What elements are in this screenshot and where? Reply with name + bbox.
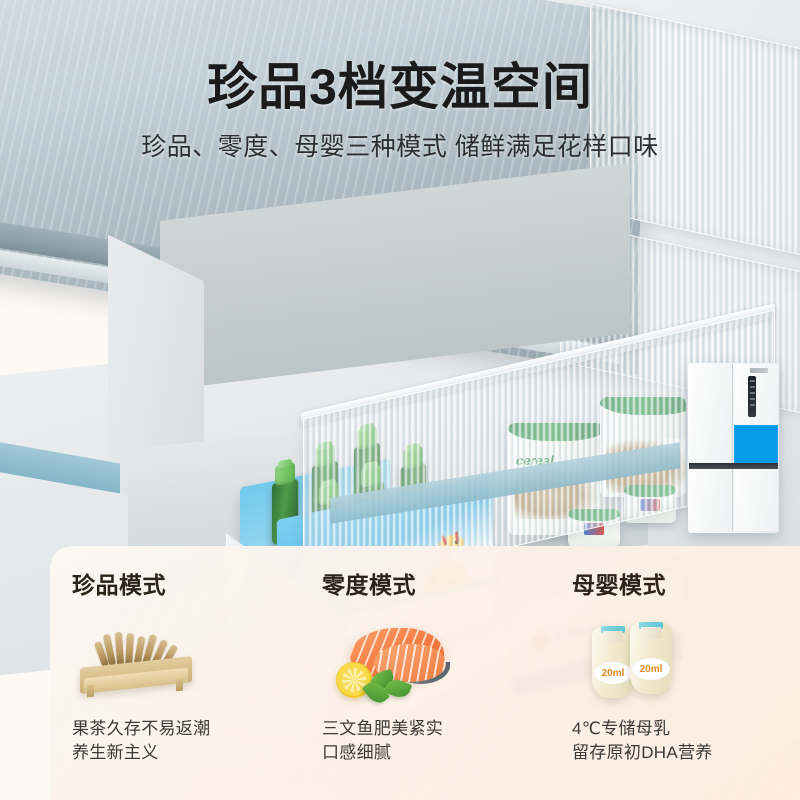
tray-leg	[87, 684, 94, 698]
fridge-mid-divider	[689, 463, 778, 469]
refrigerator-thumbnail	[688, 363, 779, 533]
fridge-control-panel	[748, 376, 756, 417]
bottle-volume-text: 20ml	[601, 667, 625, 679]
page-subtitle: 珍品、零度、母婴三种模式 储鲜满足花样口味	[141, 133, 659, 161]
milk-bottle: 20ml	[630, 622, 672, 694]
mode-title: 零度模式	[322, 572, 416, 598]
mode-art-cordyceps	[74, 606, 244, 702]
modes-panel-background	[50, 546, 800, 800]
mode-description: 果茶久存不易返潮 养生新主义	[72, 718, 211, 763]
bottle-volume-text: 20ml	[639, 663, 663, 675]
tray-leg	[176, 678, 183, 692]
mode-card-lingdu[interactable]: 零度模式 三文鱼肥美紧实 口感细腻	[300, 546, 550, 800]
fridge-door-bottom-left	[689, 469, 733, 531]
modes-card-list: 珍品模式 果茶久存不易返潮 养生新主义	[50, 546, 800, 800]
mode-description: 4℃专储母乳 留存原初DHA营养	[572, 718, 713, 763]
bottle-neck	[603, 631, 623, 643]
bottle-neck	[641, 627, 661, 639]
mode-description: 三文鱼肥美紧实 口感细腻	[322, 718, 444, 763]
mode-card-zhenpin[interactable]: 珍品模式 果茶久存不易返潮 养生新主义	[50, 546, 300, 800]
mode-card-muying[interactable]: 母婴模式 20ml 20ml	[550, 546, 800, 800]
page-title: 珍品3档变温空间	[207, 59, 593, 115]
salmon-illustration	[334, 622, 466, 708]
mode-title: 珍品模式	[72, 572, 166, 598]
fridge-door-top-left	[689, 364, 733, 465]
wooden-tray	[80, 631, 198, 698]
mode-art-milk-bottles: 20ml 20ml	[574, 606, 744, 702]
bottle-label: 20ml	[594, 662, 632, 684]
fridge-zone-highlight	[734, 425, 778, 463]
milk-bottle-pair: 20ml 20ml	[588, 612, 708, 704]
fridge-door-bottom-right	[734, 469, 778, 531]
mode-title: 母婴模式	[572, 572, 666, 598]
fridge-brand-logo	[750, 368, 768, 373]
bottle-label: 20ml	[632, 658, 670, 680]
milk-bottle: 20ml	[592, 626, 634, 698]
mode-art-salmon	[324, 606, 494, 708]
